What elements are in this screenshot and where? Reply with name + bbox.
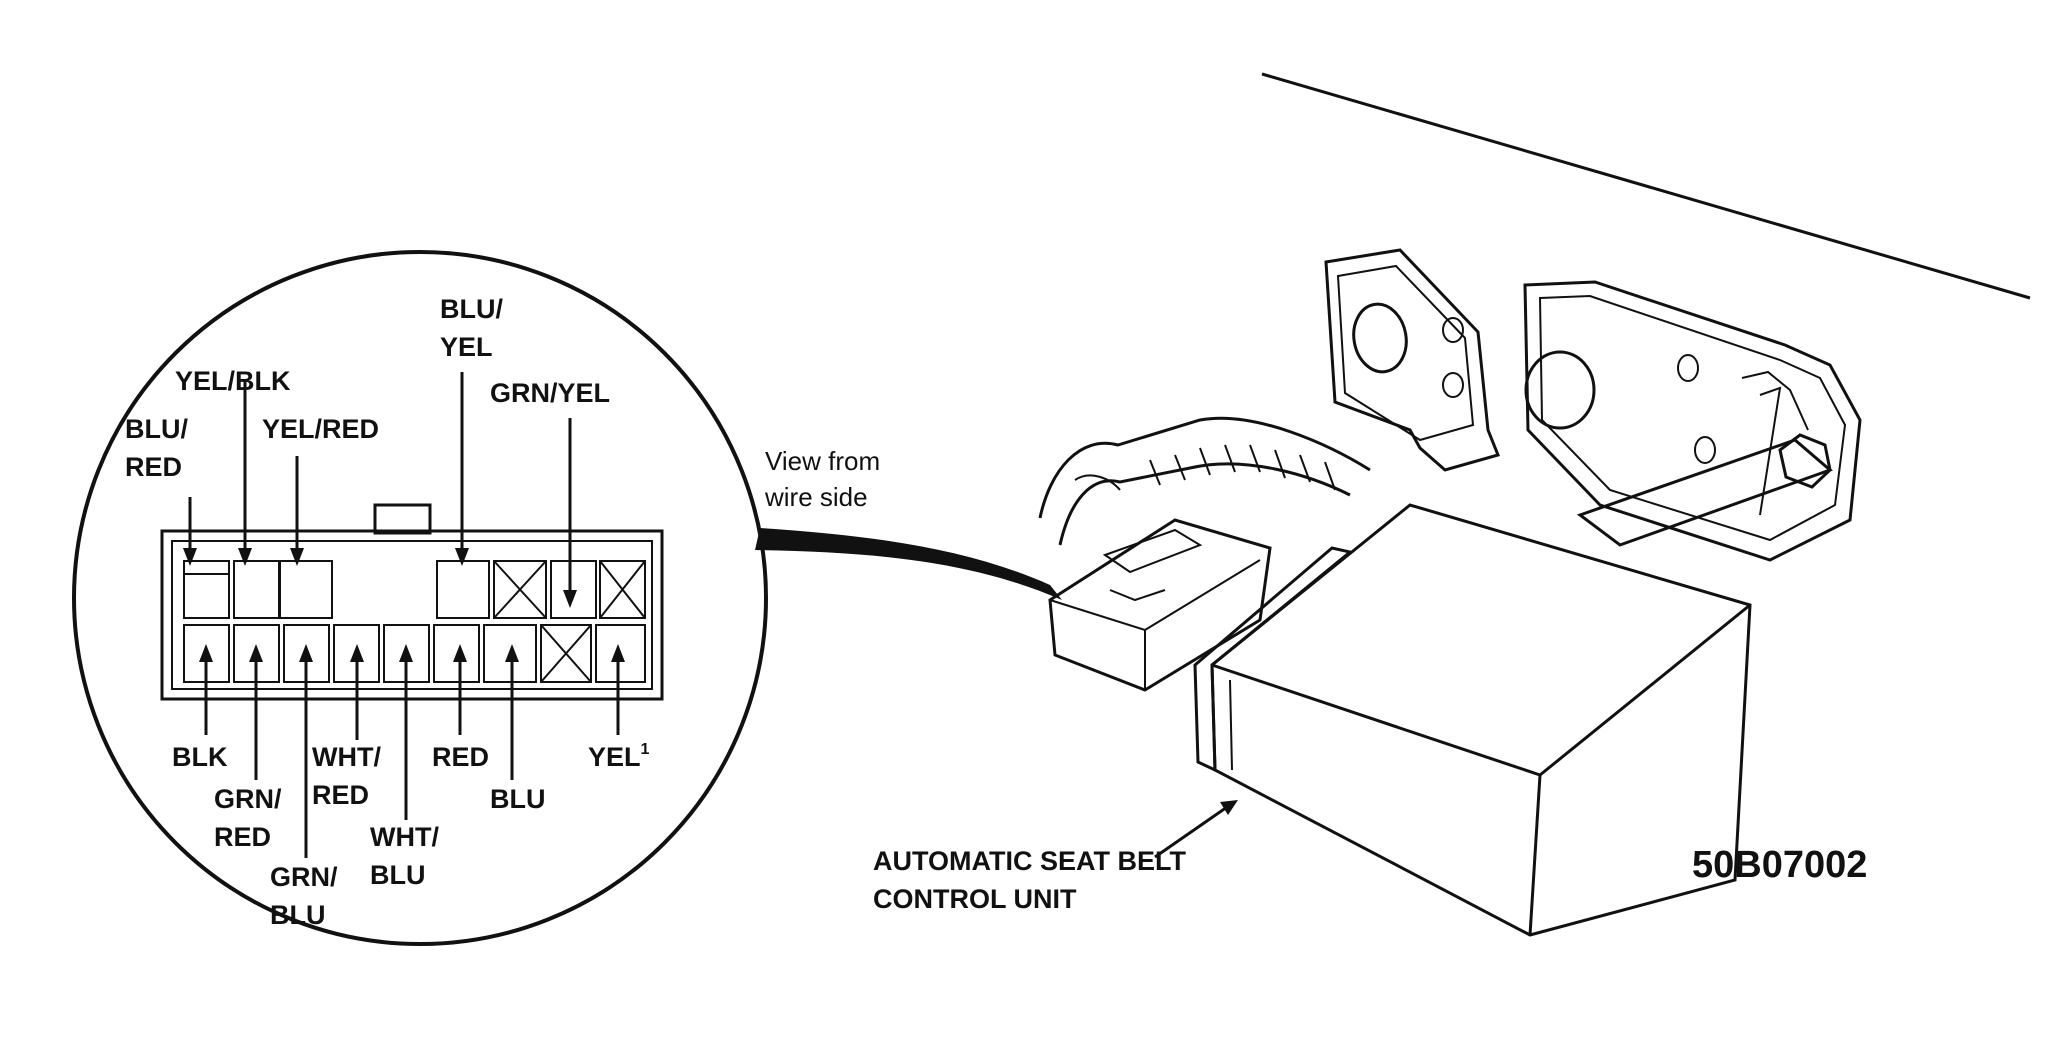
top-leaders bbox=[183, 372, 577, 608]
connector-detail-circle: BLU/ RED YEL/BLK YEL/RED BLU/ YEL GRN/YE… bbox=[72, 250, 768, 946]
label-blu: BLU bbox=[490, 784, 546, 814]
view-caption-line1: View from bbox=[765, 446, 880, 476]
label-red: RED bbox=[432, 742, 489, 772]
label-blu-red-1: BLU/ bbox=[125, 414, 188, 444]
unit-label-line1: AUTOMATIC SEAT BELT bbox=[873, 846, 1186, 876]
control-unit-box bbox=[1193, 503, 1752, 937]
body-panel-edge bbox=[1261, 72, 2031, 300]
label-blu-yel-1: BLU/ bbox=[440, 294, 503, 324]
view-caption-line2: wire side bbox=[764, 482, 868, 512]
mounting-bracket bbox=[1324, 248, 1862, 562]
bottom-leaders bbox=[199, 644, 625, 858]
label-yel: YEL1 bbox=[588, 741, 650, 772]
label-blu-yel-2: YEL bbox=[440, 332, 493, 362]
label-grn-blu-1: GRN/ bbox=[270, 862, 338, 892]
label-wht-red-1: WHT/ bbox=[312, 742, 381, 772]
label-yel-footnote: 1 bbox=[641, 741, 650, 758]
label-blu-red-2: RED bbox=[125, 452, 182, 482]
harness-connector-plug bbox=[1038, 416, 1371, 692]
label-yel-text: YEL bbox=[588, 742, 641, 772]
label-wht-blu-1: WHT/ bbox=[370, 822, 439, 852]
label-yel-blk: YEL/BLK bbox=[175, 366, 291, 396]
label-grn-yel: GRN/YEL bbox=[490, 378, 610, 408]
label-wht-blu-2: BLU bbox=[370, 860, 426, 890]
label-yel-red: YEL/RED bbox=[262, 414, 379, 444]
label-grn-blu-2: BLU bbox=[270, 900, 326, 930]
unit-label-line2: CONTROL UNIT bbox=[873, 884, 1077, 914]
harness-wire bbox=[755, 528, 1062, 600]
label-grn-red-2: RED bbox=[214, 822, 271, 852]
label-grn-red-1: GRN/ bbox=[214, 784, 282, 814]
label-wht-red-2: RED bbox=[312, 780, 369, 810]
label-blk: BLK bbox=[172, 742, 228, 772]
figure-code: 50B07002 bbox=[1692, 844, 1867, 886]
